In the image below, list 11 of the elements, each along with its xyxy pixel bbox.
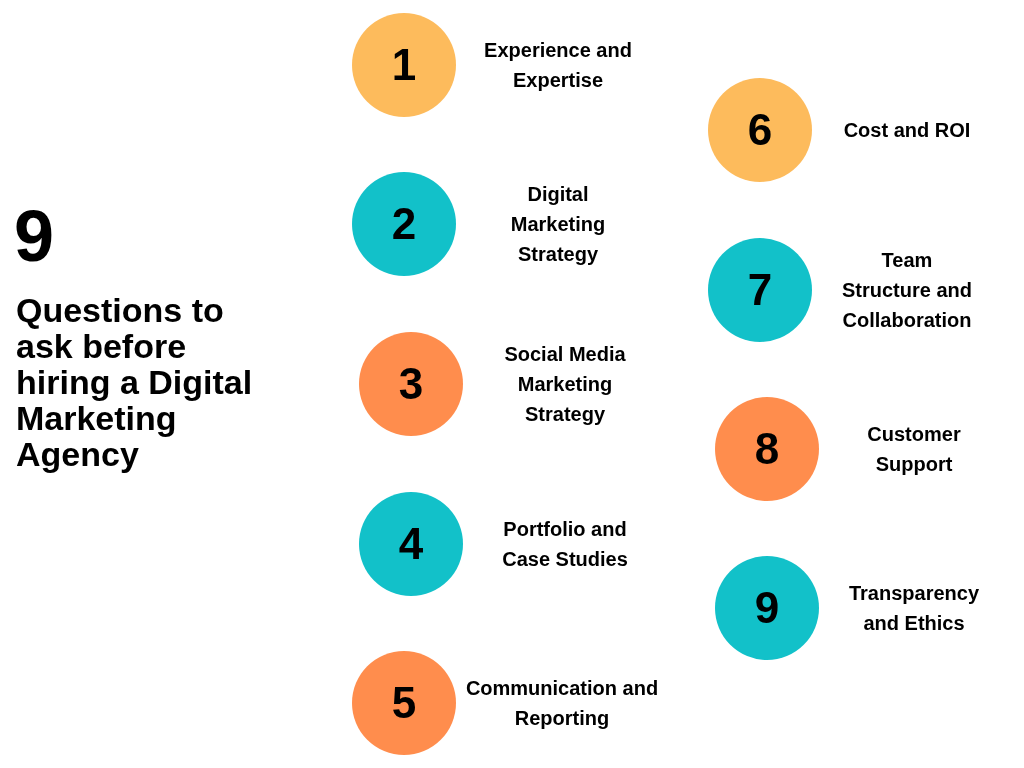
big-number: 9 bbox=[14, 200, 55, 272]
question-label: Communication and Reporting bbox=[464, 676, 660, 731]
title: Questions to ask before hiring a Digital Marketing Agency bbox=[16, 292, 254, 472]
question-label: Transparency and Ethics bbox=[847, 581, 981, 636]
question-label: Customer Support bbox=[866, 422, 962, 477]
question-label: Digital Marketing Strategy bbox=[509, 182, 607, 267]
question-label: Experience and Expertise bbox=[483, 38, 633, 93]
question-label: Portfolio and Case Studies bbox=[501, 517, 629, 572]
question-label: Social Media Marketing Strategy bbox=[503, 342, 627, 427]
question-label: Cost and ROI bbox=[842, 118, 972, 143]
question-label: Team Structure and Collaboration bbox=[841, 248, 973, 333]
